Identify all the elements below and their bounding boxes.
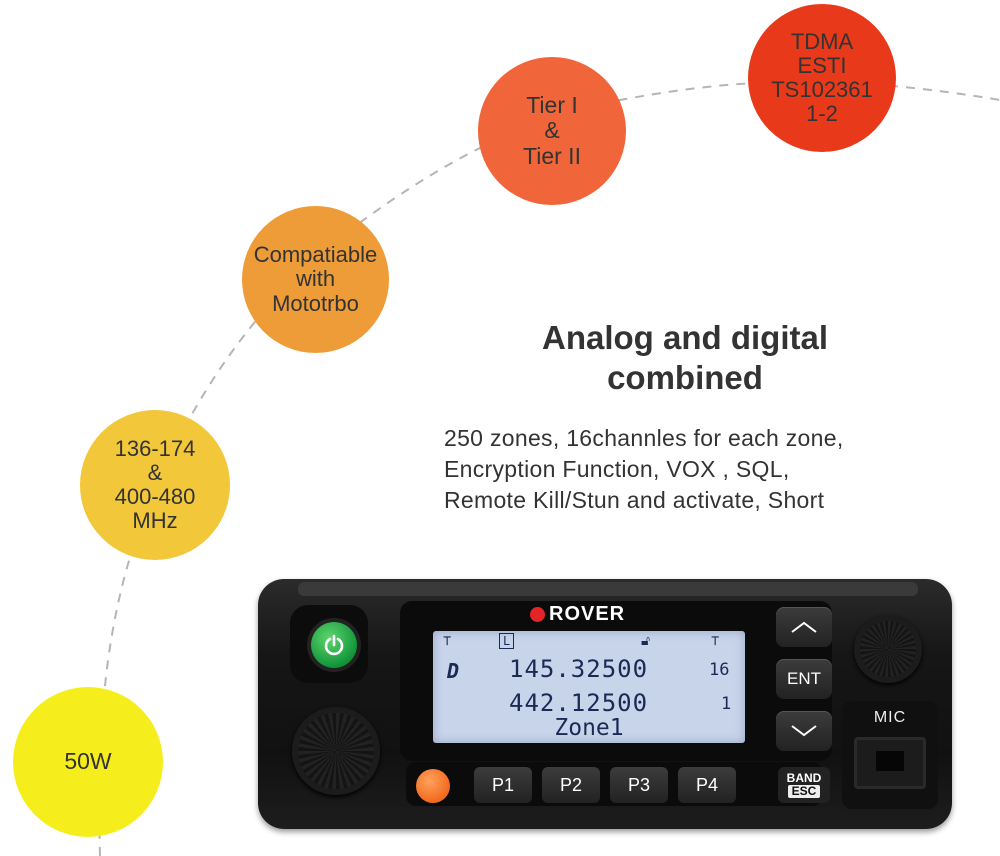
compat-line-3: Mototrbo <box>272 290 359 316</box>
brand-name: ROVER <box>549 602 626 625</box>
p1-button[interactable]: P1 <box>474 767 532 803</box>
chevron-up-icon <box>791 621 817 633</box>
up-button[interactable] <box>776 607 832 647</box>
p3-button[interactable]: P3 <box>610 767 668 803</box>
tdma-line-3: TS102361 <box>771 77 873 102</box>
power-icon <box>324 634 344 656</box>
compat-line-1: Compatiable <box>253 242 378 268</box>
down-button[interactable] <box>776 711 832 751</box>
freq-line-3: MHz <box>132 508 178 534</box>
mobile-radio: ROVER ⊤ L 🔓︎ ⊤ D 145.32500 16 442.12500 … <box>258 579 952 829</box>
lcd-zone: Zone1 <box>554 715 624 741</box>
digital-mode-icon: D <box>447 659 460 683</box>
orange-emergency-button[interactable] <box>416 769 450 803</box>
tier-bubble: Tier I & Tier II <box>478 57 626 205</box>
lock-icon: 🔓︎ <box>641 633 651 649</box>
desc-line-1: 250 zones, 16channles for each zone, <box>444 425 844 451</box>
tier-line-2: Tier II <box>523 142 581 169</box>
tdma-line-1: TDMA <box>790 28 854 54</box>
brand-mark-icon <box>530 606 545 622</box>
tier-amp: & <box>544 117 560 144</box>
headline-line-2: combined <box>607 359 763 397</box>
headline-line-1: Analog and digital <box>542 319 828 356</box>
radio-top-ridge <box>298 582 918 596</box>
compat-line-2: with <box>295 266 336 292</box>
band-esc-button[interactable]: BAND ESC <box>778 767 830 803</box>
enter-button[interactable]: ENT <box>776 659 832 699</box>
desc-line-3: Remote Kill/Stun and activate, Short <box>444 487 825 513</box>
esc-label: ESC <box>787 785 821 798</box>
power-button[interactable] <box>311 622 357 668</box>
headline: Analog and digital combined <box>440 318 930 399</box>
tdma-line-2: ESTI <box>797 52 847 78</box>
lcd-frequency-2: 442.12500 <box>509 689 649 717</box>
mode-indicator: L <box>499 633 515 649</box>
lcd-screen: ⊤ L 🔓︎ ⊤ D 145.32500 16 442.12500 1 Zone… <box>433 631 745 743</box>
volume-knob[interactable] <box>292 707 380 795</box>
mic-jack[interactable] <box>854 737 926 789</box>
compat-bubble: Compatiable with Mototrbo <box>242 206 389 353</box>
frequency-bubble: 136-174 & 400-480 MHz <box>80 410 230 560</box>
power-bubble: 50W <box>13 687 163 837</box>
antenna-icon: ⊤ <box>443 633 452 649</box>
desc-line-2: Encryption Function, VOX , SQL, <box>444 456 790 482</box>
feature-description: 250 zones, 16channles for each zone, Enc… <box>444 423 926 516</box>
chevron-down-icon <box>791 725 817 737</box>
freq-line-2: 400-480 <box>114 484 196 509</box>
p2-button[interactable]: P2 <box>542 767 600 803</box>
lcd-status-bar: ⊤ L 🔓︎ ⊤ <box>443 633 733 653</box>
band-label: BAND <box>786 771 822 786</box>
mic-label: MIC <box>873 709 907 726</box>
tdma-bubble: TDMA ESTI TS102361 1-2 <box>748 4 896 152</box>
freq-amp: & <box>147 459 163 485</box>
brand-logo: ROVER <box>530 601 650 627</box>
tdma-line-4: 1-2 <box>806 101 838 127</box>
p4-button[interactable]: P4 <box>678 767 736 803</box>
channel-knob[interactable] <box>854 615 922 683</box>
tier-line-1: Tier I <box>526 92 578 119</box>
lcd-frequency-1: 145.32500 <box>509 655 649 683</box>
antenna-icon-right: ⊤ <box>711 633 720 649</box>
lcd-channel-2: 1 <box>721 694 732 714</box>
lcd-channel-1: 16 <box>709 660 730 680</box>
freq-line-1: 136-174 <box>114 435 196 461</box>
power-label: 50W <box>64 748 112 775</box>
